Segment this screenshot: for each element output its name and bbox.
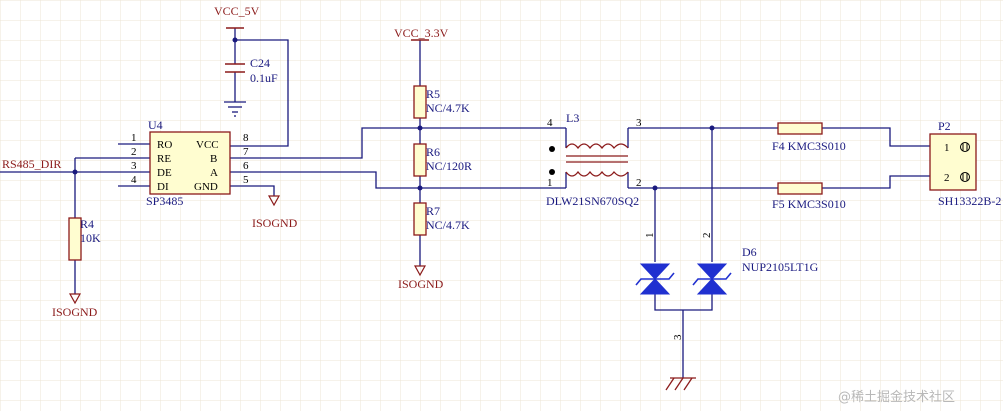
u4-pin-1-name: RO: [157, 139, 172, 151]
l3-pin-1: 1: [547, 177, 553, 189]
common-mode-choke-l3: L3 4 3 1 2 DLW21SN670SQ2: [546, 111, 642, 208]
r5-value: NC/4.7K: [426, 101, 470, 115]
d6-pin-3: 3: [672, 334, 684, 340]
c24-designator: C24: [250, 56, 270, 70]
u4-designator: U4: [148, 118, 163, 132]
d6-designator: D6: [742, 245, 757, 259]
tvs-diode-b-icon: [692, 263, 732, 295]
l3-polarity-dot: [549, 146, 555, 152]
r4-designator: R4: [80, 217, 94, 231]
earth-ground-icon: [665, 377, 696, 391]
c24-value: 0.1uF: [250, 71, 278, 85]
tvs-diode-a-icon: [635, 263, 675, 295]
u4-pin-4-number: 4: [131, 174, 137, 186]
junction-dot: [417, 185, 423, 191]
fuse-f5: F5 KMC3S010: [772, 182, 846, 211]
tvs-diode-d6: 1 2 3 D6 NUP2105LT1G: [635, 233, 819, 340]
junction-dot: [709, 125, 715, 131]
junction-dot: [72, 169, 78, 175]
vcc-5v-power: VCC_5V: [214, 4, 260, 29]
wires: [0, 28, 930, 378]
p2-screw-terminal-icon: [960, 142, 970, 152]
p2-pin-1: 1: [944, 142, 950, 154]
p2-part: SH13322B-2: [938, 194, 1001, 208]
u4-pin-1-number: 1: [131, 132, 137, 144]
r6-value: NC/120R: [426, 159, 472, 173]
isognd-r4: ISOGND: [52, 293, 98, 319]
p2-screw-terminal-icon: [960, 172, 970, 182]
u4-pin-2-name: RE: [157, 153, 171, 165]
l3-pin-4: 4: [547, 117, 553, 129]
l3-pin-2: 2: [636, 177, 642, 189]
junction-dot: [652, 185, 658, 191]
isognd-r4-label: ISOGND: [52, 305, 98, 319]
p2-pin-2: 2: [944, 172, 950, 184]
isognd-r7: ISOGND: [398, 265, 444, 291]
junction-dot: [417, 125, 423, 131]
resistor-r5: R5 NC/4.7K: [413, 85, 470, 119]
u4-pin-3-number: 3: [131, 160, 137, 172]
ic-u4-sp3485: U4 SP3485 1 RO 2 RE 3 DE 4 DI VCC 8 B 7 …: [131, 118, 249, 208]
connector-p2: P2 1 2 SH13322B-2: [929, 119, 1001, 208]
d6-pin-1: 1: [644, 233, 656, 239]
r7-value: NC/4.7K: [426, 218, 470, 232]
capacitor-c24: C24 0.1uF: [225, 56, 278, 85]
isognd-u4: ISOGND: [252, 195, 298, 230]
watermark: @稀土掘金技术社区: [838, 389, 955, 405]
vcc-3v3-label: VCC_3.3V: [394, 26, 449, 40]
u4-pin-2-number: 2: [131, 146, 137, 158]
u4-pin-6-name: A: [210, 167, 218, 179]
l3-designator: L3: [566, 111, 579, 125]
junction-dot: [232, 37, 238, 43]
r5-designator: R5: [426, 87, 440, 101]
isognd-r7-label: ISOGND: [398, 277, 444, 291]
resistor-r4: R4 10K: [68, 217, 101, 261]
u4-pin-6-number: 6: [243, 160, 249, 172]
f4-label: F4 KMC3S010: [772, 139, 846, 153]
resistor-r7: R7 NC/4.7K: [413, 202, 470, 236]
u4-pin-4-name: DI: [157, 181, 169, 193]
c24-ground-icon: [224, 101, 246, 117]
junctions: [72, 37, 715, 191]
rs485-dir-net-label: RS485_DIR: [2, 157, 61, 171]
u4-pin-5-name: GND: [194, 181, 218, 193]
u4-pin-8-name: VCC: [196, 139, 219, 151]
u4-part: SP3485: [146, 194, 183, 208]
u4-pin-3-name: DE: [157, 167, 172, 179]
r4-value: 10K: [80, 231, 101, 245]
vcc-3v3-power: VCC_3.3V: [394, 26, 449, 41]
r6-designator: R6: [426, 145, 440, 159]
l3-pin-3: 3: [636, 117, 642, 129]
u4-pin-7-name: B: [210, 153, 217, 165]
u4-pin-5-number: 5: [243, 174, 249, 186]
vcc-5v-label: VCC_5V: [214, 4, 260, 18]
l3-polarity-dot: [549, 169, 555, 175]
resistor-r6: R6 NC/120R: [413, 143, 472, 177]
d6-part: NUP2105LT1G: [742, 260, 819, 274]
d6-pin-2: 2: [701, 233, 713, 239]
f5-label: F5 KMC3S010: [772, 197, 846, 211]
u4-pin-8-number: 8: [243, 132, 249, 144]
l3-part: DLW21SN670SQ2: [546, 194, 639, 208]
isognd-u4-label: ISOGND: [252, 216, 298, 230]
fuse-f4: F4 KMC3S010: [772, 122, 846, 153]
r7-designator: R7: [426, 204, 440, 218]
u4-pin-7-number: 7: [243, 146, 249, 158]
p2-designator: P2: [938, 119, 951, 133]
